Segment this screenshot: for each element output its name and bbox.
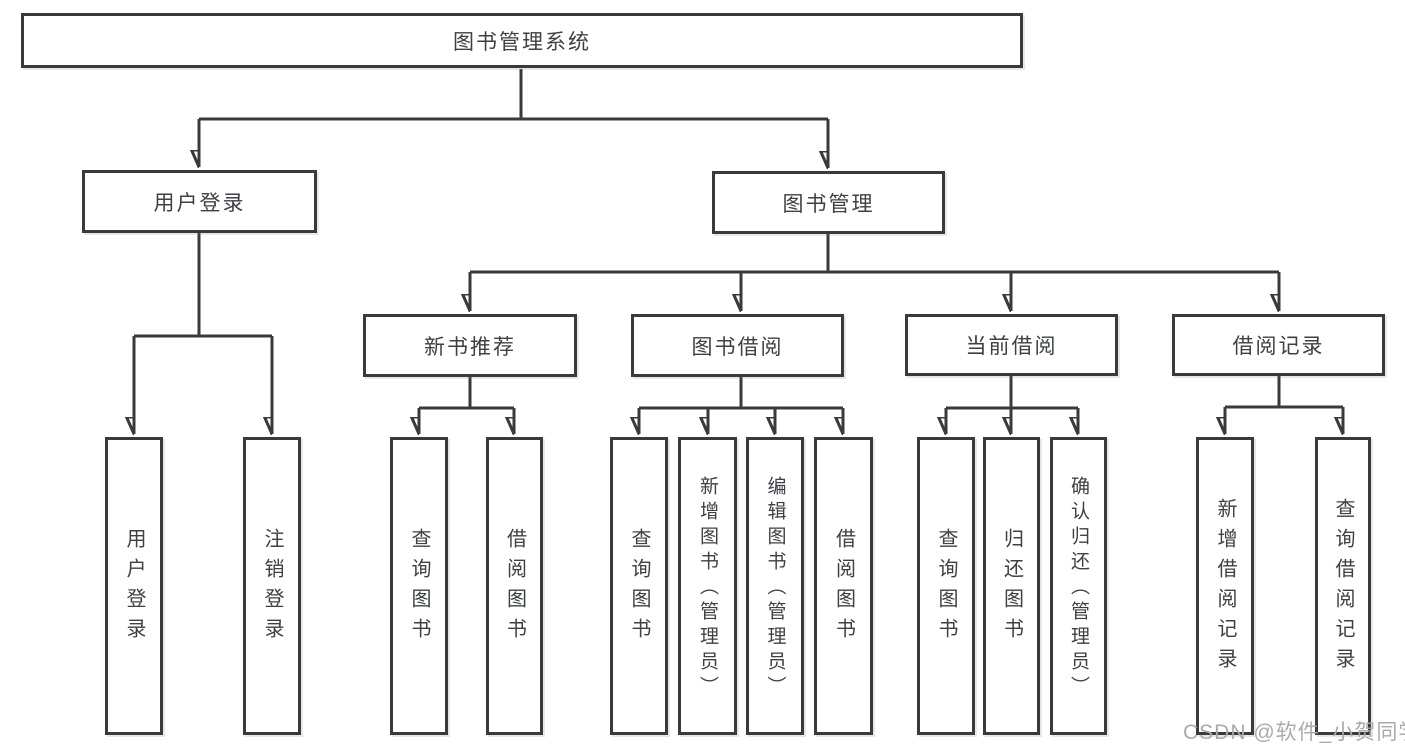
leaf-query-books-recommend: 查询图书 <box>390 437 448 735</box>
node-new-book-recommendation: 新书推荐 <box>363 314 577 377</box>
leaf-borrow-books-recommend: 借阅图书 <box>486 437 543 735</box>
node-borrowing-records: 借阅记录 <box>1172 314 1385 376</box>
csdn-watermark: CSDN @软件_小贺同学 <box>1183 721 1405 744</box>
leaf-query-borrow-record: 查询借阅记录 <box>1315 437 1371 735</box>
leaf-borrow-books: 借阅图书 <box>814 437 873 735</box>
leaf-add-borrow-record: 新增借阅记录 <box>1196 437 1254 735</box>
leaf-query-books-borrowing: 查询图书 <box>610 437 668 735</box>
node-book-borrowing: 图书借阅 <box>631 314 844 377</box>
node-book-management: 图书管理 <box>712 171 945 234</box>
leaf-user-login: 用户登录 <box>105 437 163 735</box>
leaf-edit-books-admin: 编辑图书（管理员） <box>746 437 804 735</box>
leaf-logout: 注销登录 <box>243 437 301 735</box>
node-library-management-system: 图书管理系统 <box>21 13 1023 68</box>
leaf-add-books-admin: 新增图书（管理员） <box>678 437 737 735</box>
node-user-login: 用户登录 <box>82 170 317 233</box>
leaf-return-books: 归还图书 <box>983 437 1040 735</box>
node-current-borrowing: 当前借阅 <box>905 314 1118 376</box>
leaf-confirm-return-admin: 确认归还（管理员） <box>1050 437 1107 735</box>
leaf-query-books-current: 查询图书 <box>917 437 975 735</box>
